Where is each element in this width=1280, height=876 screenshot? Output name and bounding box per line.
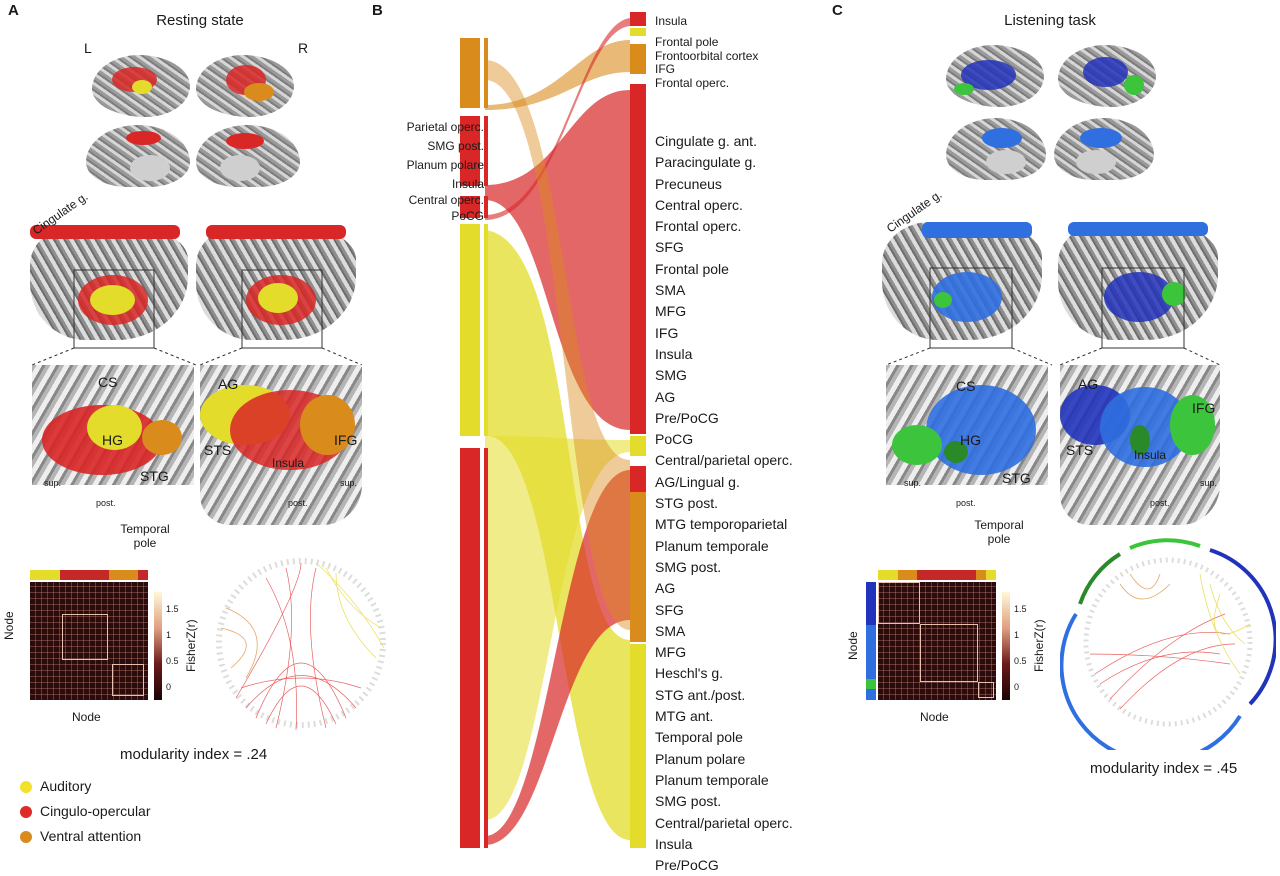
label-sts-a: STS <box>204 442 232 458</box>
sankey-left-labels: Parietal operc. SMG post. Planum polare … <box>406 120 484 191</box>
hemisphere-right-label: R <box>298 40 309 56</box>
hemisphere-left-label: L <box>84 40 92 56</box>
zoom-guides-a <box>31 269 363 366</box>
legend: Auditory Cingulo-opercular Ventral atten… <box>20 778 151 853</box>
zoom-left-a <box>32 365 194 485</box>
label-hg-c: HG <box>960 432 981 448</box>
label-ag-a: AG <box>218 376 239 392</box>
matrix-ylabel-a: Node <box>2 611 16 640</box>
flatmap-left-c <box>882 222 1042 340</box>
label-stg-c: STG <box>1002 470 1031 486</box>
label-cs-c: CS <box>956 378 976 394</box>
label-insula-c: Insula <box>1134 448 1167 462</box>
legend-item-ventral: Ventral attention <box>20 828 151 853</box>
brain-left-medial-a <box>86 125 190 187</box>
legend-item-auditory: Auditory <box>20 778 151 803</box>
brain-left-medial-c <box>946 118 1046 180</box>
connectivity-matrix-a <box>30 582 148 700</box>
legend-item-cingulo: Cingulo-opercular <box>20 803 151 828</box>
sankey-left-labels-2: Central operc. PoCG <box>408 193 484 223</box>
label-stg-a: STG <box>140 468 169 484</box>
modularity-index-a: modularity index = .24 <box>120 746 268 763</box>
flatmap-left-a <box>30 225 188 340</box>
matrix-colorbar-top-a <box>30 570 148 580</box>
label-ifg-c: IFG <box>1192 400 1216 416</box>
ventral-dot-icon <box>20 830 32 843</box>
panel-b-letter: B <box>372 2 383 19</box>
panel-a-letter: A <box>8 2 19 19</box>
matrix-colorbar-top-c <box>878 570 996 580</box>
orient-sup-right-c: sup. <box>1200 478 1218 488</box>
label-cs-a: CS <box>98 374 118 390</box>
zoom-right-a <box>200 365 362 525</box>
fisherz-colorbar-c <box>1002 592 1010 700</box>
sankey-right-label-insula-top: Insula <box>655 14 688 28</box>
label-sts-c: STS <box>1066 442 1094 458</box>
label-ag-c: AG <box>1078 376 1099 392</box>
temporal-pole-label-c: Temporal pole <box>974 518 1024 546</box>
modularity-index-c: modularity index = .45 <box>1090 760 1238 777</box>
sankey-right-labels-small: Frontal pole Frontoorbital cortex IFG Fr… <box>655 35 759 90</box>
fisherz-label-a: FisherZ(r) <box>184 619 198 672</box>
matrix-xlabel-a: Node <box>72 710 101 724</box>
orient-sup-left-a: sup. <box>44 478 62 488</box>
brain-right-medial-a <box>196 125 300 187</box>
orient-post-right-c: post. <box>1150 498 1170 508</box>
label-insula-a: Insula <box>272 456 305 470</box>
orient-post-right-a: post. <box>288 498 308 508</box>
matrix-ylabel-c: Node <box>846 631 860 660</box>
label-ifg-a: IFG <box>334 432 358 448</box>
sankey-diagram <box>460 12 646 848</box>
brain-right-medial-c <box>1054 118 1154 180</box>
label-hg-a: HG <box>102 432 123 448</box>
brain-left-lateral-a <box>92 55 190 117</box>
temporal-pole-label-a: Temporal pole <box>120 522 170 550</box>
panel-a-title: Resting state <box>156 12 244 29</box>
brain-left-lateral-c <box>946 45 1044 107</box>
fisherz-label-c: FisherZ(r) <box>1032 619 1046 672</box>
flatmap-right-a <box>196 225 356 340</box>
flatmap-right-c <box>1058 222 1218 340</box>
circular-graph-c <box>1060 538 1276 750</box>
orient-sup-right-a: sup. <box>340 478 358 488</box>
connectivity-matrix-c <box>878 582 996 700</box>
zoom-right-c <box>1060 365 1220 525</box>
matrix-colorbar-left-c <box>866 582 876 701</box>
orient-sup-left-c: sup. <box>904 478 922 488</box>
zoom-guides-c <box>885 267 1221 366</box>
orient-post-left-a: post. <box>96 498 116 508</box>
sankey-right-labels: Cingulate g. ant.Paracingulate g.Precune… <box>655 133 793 874</box>
matrix-xlabel-c: Node <box>920 710 949 724</box>
auditory-dot-icon <box>20 780 32 793</box>
fisherz-colorbar-a <box>154 592 162 700</box>
brain-right-lateral-c <box>1058 45 1156 107</box>
zoom-left-c <box>886 365 1048 485</box>
panel-c-letter: C <box>832 2 843 19</box>
orient-post-left-c: post. <box>956 498 976 508</box>
panel-c-title: Listening task <box>1004 12 1096 29</box>
brain-right-lateral-a <box>196 55 294 117</box>
cingulo-dot-icon <box>20 805 32 818</box>
circular-graph-a <box>216 558 386 731</box>
